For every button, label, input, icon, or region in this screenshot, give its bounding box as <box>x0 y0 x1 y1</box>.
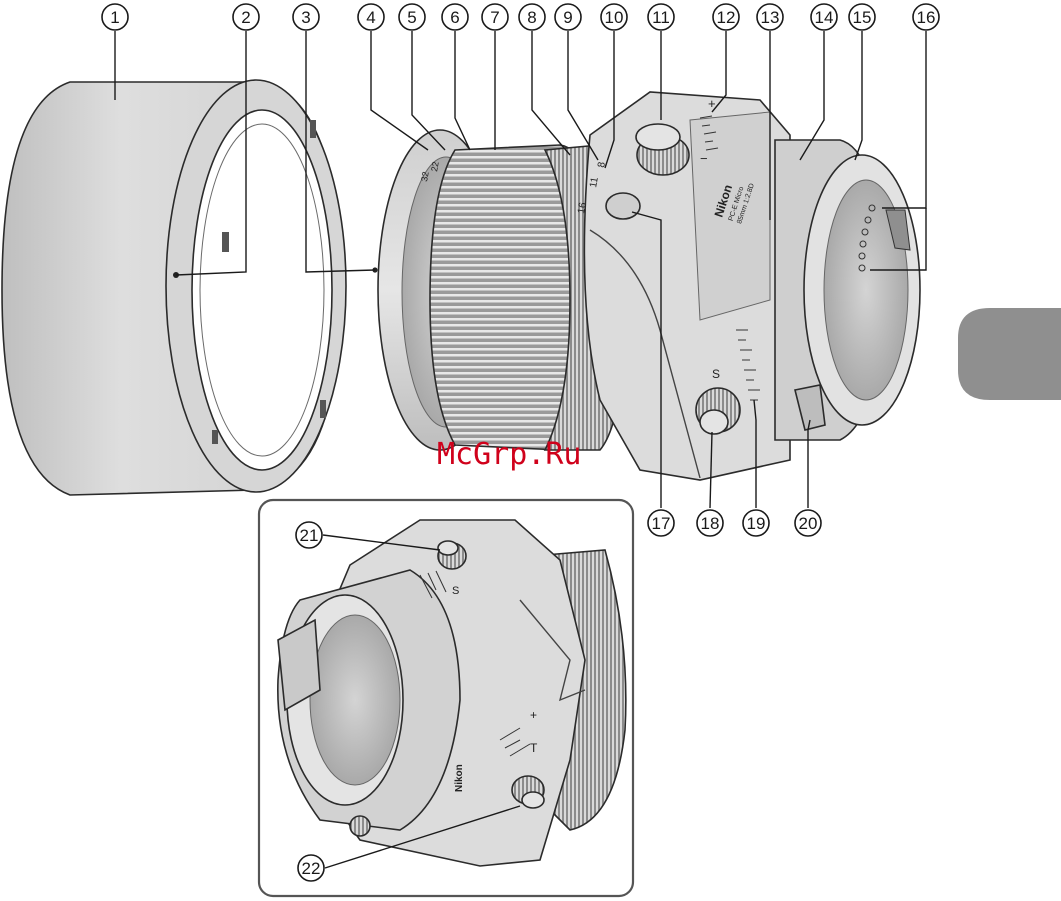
inset-brand-mark: Nikon <box>454 764 465 792</box>
svg-text:14: 14 <box>815 8 834 27</box>
svg-text:3: 3 <box>301 8 310 27</box>
lens-hood <box>2 80 346 495</box>
svg-text:21: 21 <box>300 526 319 545</box>
aperture-value: 32 <box>419 171 431 183</box>
svg-text:16: 16 <box>917 8 936 27</box>
aperture-value: 22 <box>429 161 441 173</box>
inset-tilt-t-mark: T <box>530 741 538 755</box>
callout-19: 19 <box>743 510 769 536</box>
callout-1: 1 <box>102 4 128 30</box>
svg-text:5: 5 <box>407 8 416 27</box>
inset-shift-s-mark: S <box>452 585 459 597</box>
svg-text:8: 8 <box>527 8 536 27</box>
callout-13: 13 <box>757 4 783 30</box>
callout-14: 14 <box>811 4 837 30</box>
callout-3: 3 <box>293 4 319 30</box>
svg-text:7: 7 <box>490 8 499 27</box>
shift-s-mark: S <box>712 367 720 381</box>
callout-4: 4 <box>358 4 384 30</box>
svg-text:6: 6 <box>450 8 459 27</box>
svg-text:17: 17 <box>652 514 671 533</box>
svg-text:15: 15 <box>853 8 872 27</box>
callout-16: 16 <box>913 4 939 30</box>
callout-7: 7 <box>482 4 508 30</box>
callout-22: 22 <box>298 855 324 881</box>
svg-text:18: 18 <box>701 514 720 533</box>
svg-text:22: 22 <box>302 859 321 878</box>
svg-text:19: 19 <box>747 514 766 533</box>
svg-text:20: 20 <box>799 514 818 533</box>
section-tab <box>958 308 1061 400</box>
callout-2: 2 <box>233 4 259 30</box>
callout-20: 20 <box>795 510 821 536</box>
watermark-text: McGrp.Ru <box>437 437 582 472</box>
svg-text:11: 11 <box>652 8 670 27</box>
main-lens: + − S Nikon PC-E Micro 85mm 1:2.8D 32 22… <box>372 92 920 480</box>
callout-5: 5 <box>399 4 425 30</box>
svg-text:1: 1 <box>110 8 119 27</box>
callout-11: 11 <box>648 4 674 30</box>
callout-12: 12 <box>713 4 739 30</box>
inset-plus-mark: + <box>530 708 537 722</box>
svg-text:10: 10 <box>605 8 624 27</box>
callout-6: 6 <box>442 4 468 30</box>
callout-21: 21 <box>296 522 322 548</box>
callout-15: 15 <box>849 4 875 30</box>
svg-text:4: 4 <box>366 8 375 27</box>
inset-rear-view: S + T Nikon <box>259 500 633 896</box>
callout-9: 9 <box>555 4 581 30</box>
callout-8: 8 <box>519 4 545 30</box>
svg-text:2: 2 <box>241 8 250 27</box>
callout-17: 17 <box>648 510 674 536</box>
svg-text:9: 9 <box>563 8 572 27</box>
dof-preview-button <box>606 193 640 219</box>
callout-18: 18 <box>697 510 723 536</box>
svg-text:13: 13 <box>761 8 780 27</box>
tilt-minus-mark: − <box>700 151 708 166</box>
svg-text:12: 12 <box>717 8 736 27</box>
callout-10: 10 <box>601 4 627 30</box>
